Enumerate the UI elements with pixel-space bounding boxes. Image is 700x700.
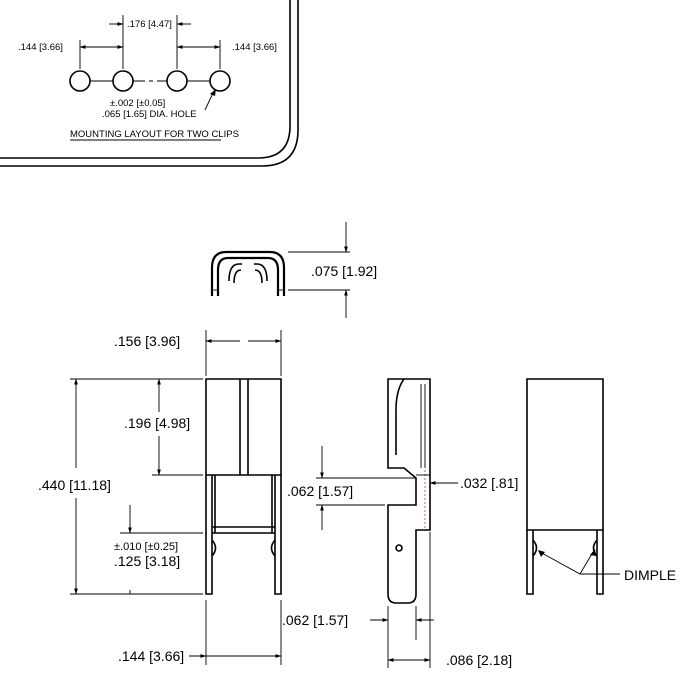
- mounting-hole-1: [69, 70, 91, 92]
- front-body: [205, 378, 282, 476]
- rear-body: [526, 378, 604, 531]
- dimple-label: DIMPLE: [624, 567, 676, 583]
- dim-side-notch-height: .062 [1.57]: [287, 483, 353, 499]
- mounting-layout-panel: .176 [4.47] .144 [3.66] .144 [3.66] ±.00…: [0, 0, 299, 167]
- top-view-right-curl: [254, 263, 268, 282]
- rear-view: DIMPLE: [526, 378, 676, 595]
- dim-side-thickness: .032 [.81]: [460, 475, 518, 491]
- rear-dimple-right: [592, 539, 598, 557]
- hole-diameter: .065 [1.65] DIA. HOLE: [102, 109, 197, 120]
- side-view: .062 [1.57] .032 [.81] .062 [1.57] .086 …: [282, 378, 518, 668]
- side-dimple: [395, 544, 403, 552]
- dim-side-overall-depth: .086 [2.18]: [446, 652, 512, 668]
- rear-left-leg: [526, 530, 534, 595]
- dimple-arrow-right: [590, 549, 596, 556]
- front-right-leg: [274, 475, 282, 595]
- hole-tolerance: ±.002 [±0.05]: [110, 98, 165, 109]
- top-view-inner: [216, 256, 280, 296]
- dim-side-pin-width: .062 [1.57]: [282, 612, 348, 628]
- dim-front-slot-depth: .196 [4.98]: [124, 415, 190, 431]
- side-notch-extension: [316, 477, 415, 506]
- dim-front-width: .156 [3.96]: [114, 333, 180, 349]
- mounting-hole-3: [166, 70, 188, 92]
- mounting-hole-2: [112, 70, 134, 92]
- top-view-outer: [210, 250, 286, 296]
- side-hatch: [420, 384, 426, 468]
- dimple-arrow-left: [538, 550, 545, 557]
- front-dimple-right: [270, 539, 276, 557]
- front-inner-leg-lines: [214, 475, 273, 533]
- rear-right-leg: [596, 530, 604, 595]
- top-view-extension: [288, 251, 350, 291]
- dim-hole-spacing-left: .144 [3.66]: [18, 42, 63, 53]
- layout-frame-inner: [0, 0, 299, 167]
- layout-title: MOUNTING LAYOUT FOR TWO CLIPS: [70, 129, 239, 140]
- top-view-right-curl-inner: [254, 269, 263, 284]
- dim-front-tolerance: ±.010 [±0.25]: [114, 541, 178, 553]
- front-width-extension: [205, 330, 282, 376]
- top-view-left-curl-inner: [233, 269, 242, 284]
- front-height-extension: [70, 378, 203, 595]
- dim-front-overall-height: .440 [11.18]: [38, 477, 111, 493]
- front-left-leg: [205, 475, 213, 595]
- front-dimple-left: [211, 539, 217, 557]
- dim-top-height: .075 [1.92]: [311, 263, 377, 279]
- dim-hole-spacing-right: .144 [3.66]: [232, 42, 277, 53]
- hole-extension-lines: [79, 15, 221, 69]
- dim-front-pin-spacing: .144 [3.66]: [118, 648, 184, 664]
- layout-frame-outer: [0, 0, 291, 159]
- dim-hole-spacing-center: .176 [4.47]: [127, 19, 172, 30]
- dimple-leaders: [539, 551, 620, 575]
- front-view: .156 [3.96] .440 [11.18] .196 [4.98] ±.0…: [38, 330, 282, 665]
- front-pin-spacing-extension: [205, 600, 282, 665]
- mounting-hole-4: [209, 70, 231, 92]
- top-view-left-curl: [228, 263, 242, 282]
- rear-dimple-left: [532, 539, 538, 557]
- dim-front-pin-length: .125 [3.18]: [114, 553, 180, 569]
- front-slot: [239, 379, 249, 475]
- hole-leader-arrow: [210, 89, 216, 96]
- side-body: [387, 378, 431, 604]
- hole-leader: [204, 92, 214, 111]
- side-pin-extension: [387, 532, 431, 668]
- side-curl: [395, 378, 405, 455]
- top-view: .075 [1.92]: [210, 222, 377, 318]
